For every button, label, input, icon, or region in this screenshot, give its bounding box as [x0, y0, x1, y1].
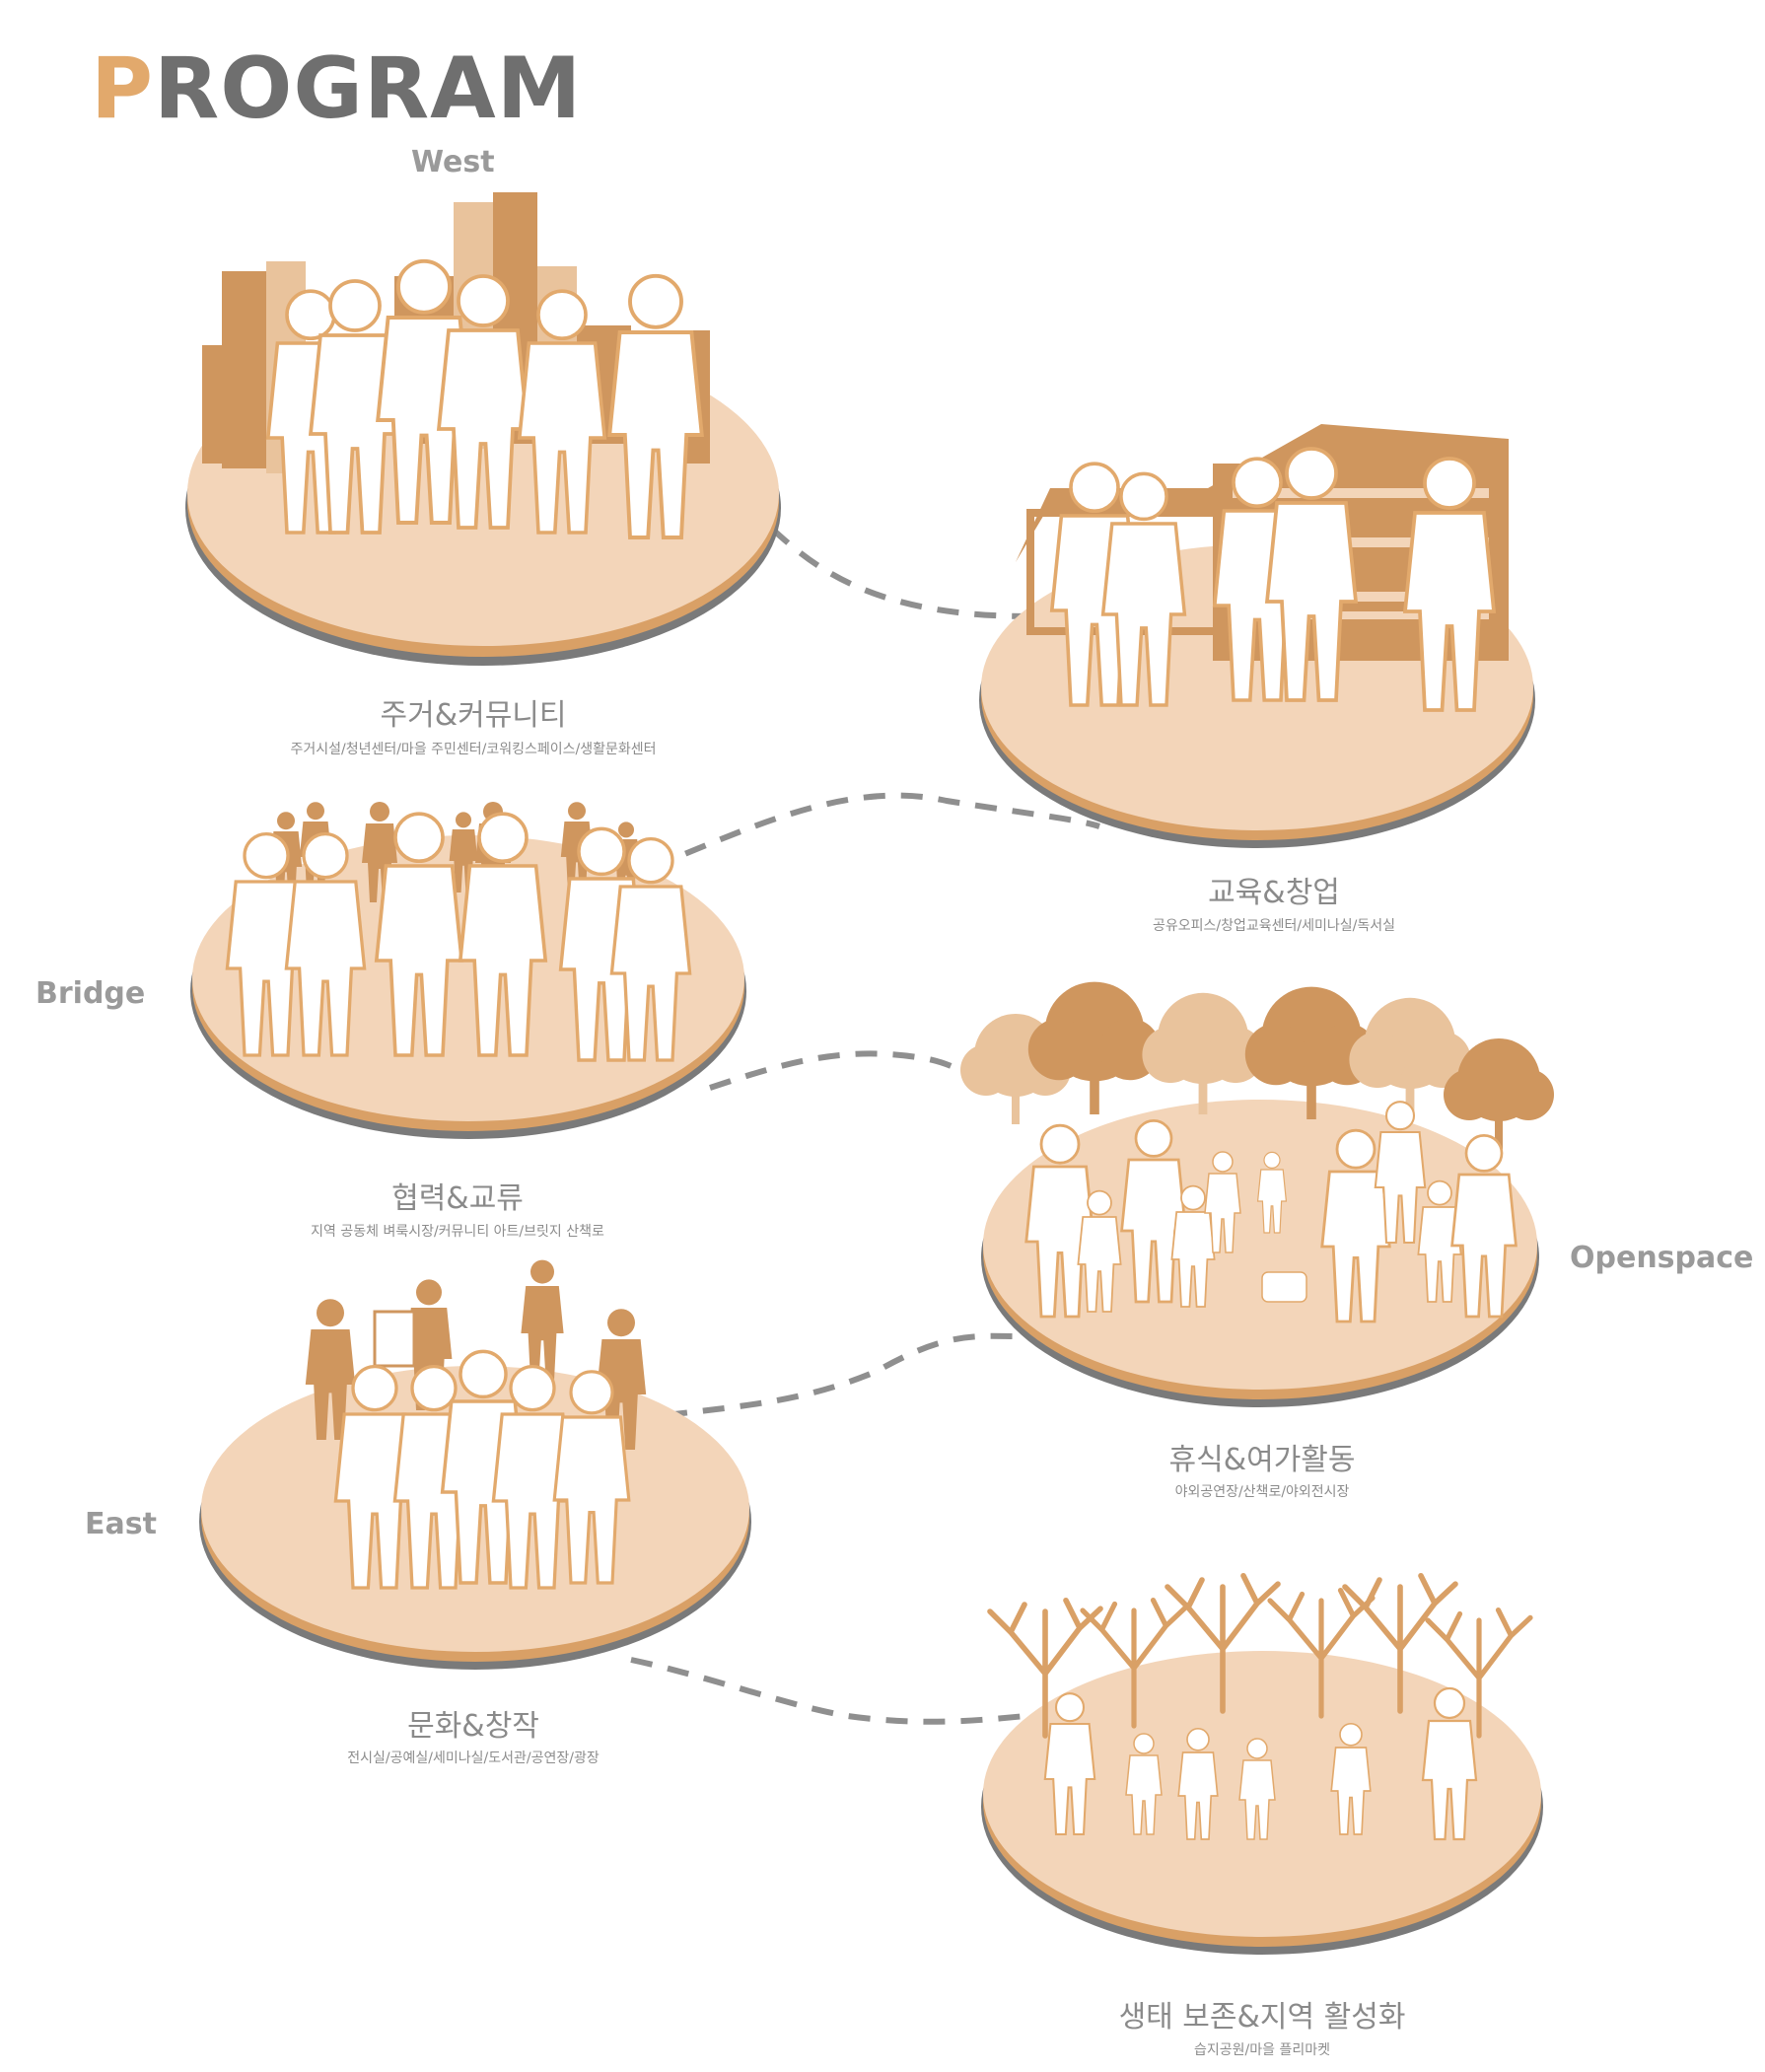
disc-ecology-revitalization [981, 1576, 1543, 1955]
program-items: 전시실/공예실/세미나실/도서관/공연장/광장 [347, 1750, 600, 1766]
families [1024, 1101, 1518, 1323]
program-items: 야외공연장/산책로/야외전시장 [1174, 1484, 1350, 1500]
program-items: 습지공원/마을 플리마켓 [1194, 2042, 1330, 2058]
program-name: 주거&커뮤니티 [380, 698, 567, 733]
title-rest: ROGRAM [154, 39, 583, 138]
disc-culture-creation [199, 1259, 751, 1670]
disc-education-startup [979, 424, 1535, 848]
zone-label-bridge: Bridge [35, 976, 146, 1011]
program-name: 협력&교류 [391, 1181, 524, 1216]
program-items: 주거시설/청년센터/마을 주민센터/코워킹스페이스/생활문화센터 [290, 742, 657, 757]
disc-housing-community [185, 192, 781, 666]
program-name: 생태 보존&지역 활성화 [1118, 2000, 1406, 2035]
title-initial: P [91, 39, 155, 138]
program-name: 교육&창업 [1208, 876, 1340, 910]
connector-3 [709, 1050, 994, 1098]
page-title: PROGRAM [91, 39, 582, 138]
program-name: 휴식&여가활동 [1168, 1443, 1356, 1477]
zone-label-east: East [85, 1507, 157, 1541]
performers [305, 1259, 647, 1450]
program-items: 지역 공동체 벼룩시장/커뮤니티 아트/브릿지 산책로 [311, 1224, 604, 1240]
program-name: 문화&창작 [407, 1709, 539, 1744]
zone-label-openspace: Openspace [1570, 1241, 1754, 1275]
disc-rest-leisure [960, 981, 1554, 1407]
connector-1 [741, 500, 1031, 619]
connector-5 [630, 1657, 1026, 1725]
disc-cooperation-exchange [190, 802, 746, 1139]
zone-label-west: West [411, 145, 495, 179]
connector-2 [649, 792, 1100, 871]
students [1050, 447, 1496, 712]
connector-4 [665, 1332, 1017, 1418]
program-items: 공유오피스/창업교육센터/세미나실/독서실 [1153, 918, 1395, 934]
